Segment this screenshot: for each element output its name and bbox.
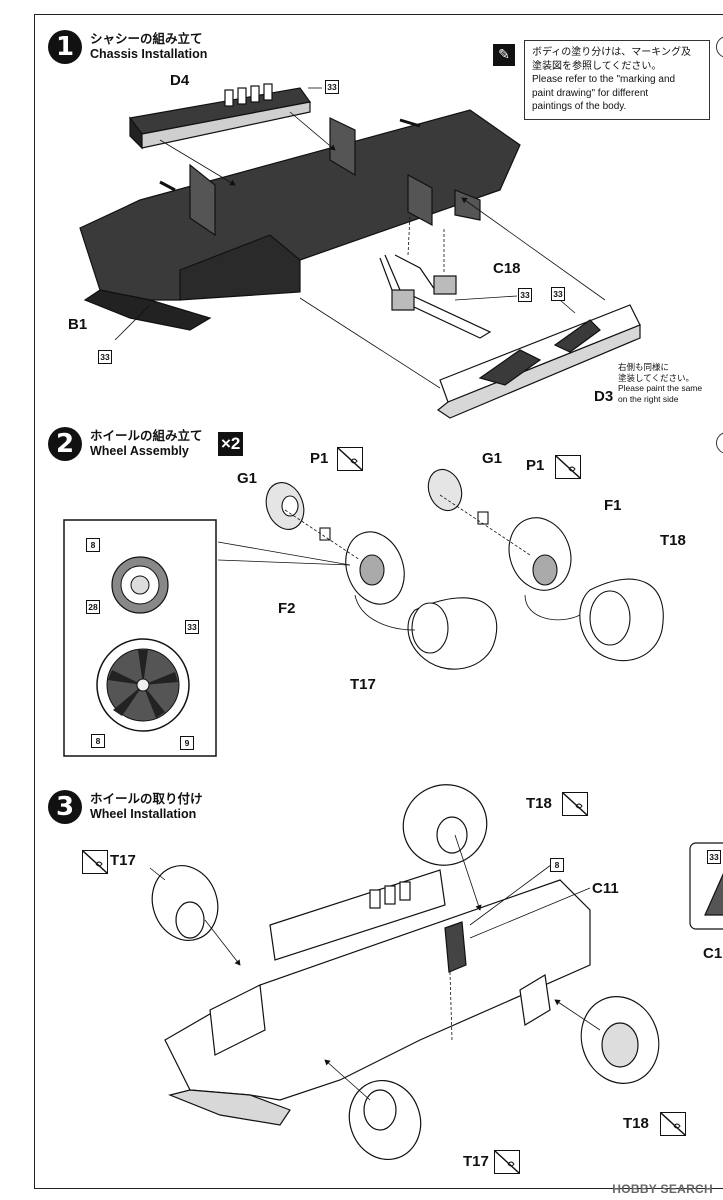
color-code-badge: 33 [518, 288, 532, 302]
label-g1-right: G1 [482, 450, 503, 467]
label-d4: D4 [170, 72, 190, 89]
label-c11: C11 [592, 880, 619, 897]
label-p1-left: P1 [310, 450, 329, 467]
no-paint-icon [494, 1150, 520, 1174]
step-3-number: 3 [48, 790, 82, 824]
color-code-badge: 33 [325, 80, 339, 94]
step-2-number: 2 [48, 427, 82, 461]
right-side-note-jp-2: 塗装してください。 [618, 372, 694, 383]
color-code-badge: 8 [91, 734, 105, 748]
painting-note-jp-2: 塗装図を参照してください。 [532, 60, 662, 72]
step-3-header: 3 ホイールの取り付け Wheel Installation [48, 790, 203, 824]
multiplier-badge: ×2 [218, 432, 244, 456]
part-d4-illustration [128, 83, 312, 150]
paint-brush-icon: ✎ [493, 44, 515, 66]
label-t17: T17 [350, 676, 376, 693]
no-paint-icon [562, 792, 588, 816]
step-2-title-en: Wheel Assembly [90, 444, 189, 458]
label-p1-right: P1 [526, 457, 545, 474]
label-s3-t17-bottom: T17 [463, 1153, 489, 1170]
no-paint-icon [660, 1112, 686, 1136]
right-side-note-en-1: Please paint the same [618, 383, 703, 393]
right-side-note-jp-1: 右側も同様に [618, 362, 670, 372]
label-s3-t18-top: T18 [526, 795, 552, 812]
label-s3-t18-bottom: T18 [623, 1115, 649, 1132]
painting-note-en-3: paintings of the body. [532, 101, 627, 112]
painting-note-jp-1: ボディの塗り分けは、マーキング及 [532, 47, 691, 58]
step-2-title-jp: ホイールの組み立て [90, 429, 203, 443]
part-c18-illustration [379, 254, 492, 339]
label-c18: C18 [493, 260, 521, 277]
color-code-badge: 9 [180, 736, 194, 750]
color-code-badge: 28 [86, 600, 100, 614]
label-c1-edge: C1 [703, 945, 723, 962]
color-code-badge: 33 [185, 620, 199, 634]
wheel-detail-inset [63, 519, 217, 757]
no-paint-icon [337, 447, 363, 471]
wheel-assembly-left [265, 482, 498, 670]
step-2-header: 2 ホイールの組み立て Wheel Assembly [48, 427, 203, 461]
step-1-title-jp: シャシーの組み立て [90, 32, 203, 46]
label-f1: F1 [604, 497, 622, 514]
no-paint-icon [82, 850, 108, 874]
label-f2: F2 [278, 600, 296, 617]
color-code-badge: 8 [550, 858, 564, 872]
color-code-badge: 8 [86, 538, 100, 552]
part-c1-edge-fragment [689, 842, 723, 930]
color-code-badge: 33 [551, 287, 565, 301]
color-code-badge: 33 [98, 350, 112, 364]
label-s3-t17-top: T17 [110, 852, 136, 869]
step-1-title-en: Chassis Installation [90, 47, 208, 61]
painting-note-en-2: paint drawing" for different [532, 87, 649, 99]
color-code-badge: 33 [707, 850, 721, 864]
step-1-header: 1 シャシーの組み立て Chassis Installation [48, 30, 207, 64]
assembled-chassis-illustration [151, 784, 660, 1161]
part-d3-illustration [436, 304, 641, 419]
watermark: HOBBY SEARCH [612, 1182, 713, 1196]
right-side-note-en-2: on the right side [618, 393, 679, 404]
label-b1: B1 [68, 316, 88, 333]
label-g1-left: G1 [237, 470, 258, 487]
label-t18: T18 [660, 532, 686, 549]
wheel-assembly-right [427, 468, 664, 662]
label-d3: D3 [594, 388, 614, 405]
right-side-note: 右側も同様に 塗装してください。 Please paint the same o… [618, 362, 702, 404]
painting-note: ボディの塗り分けは、マーキング及 塗装図を参照してください。 Please re… [524, 40, 710, 120]
page-frame [34, 14, 723, 1189]
painting-note-en-1: Please refer to the "marking and [532, 74, 676, 85]
step-1-number: 1 [48, 30, 82, 64]
step-3-title-jp: ホイールの取り付け [90, 792, 203, 806]
no-paint-icon [555, 455, 581, 479]
step-3-title-en: Wheel Installation [90, 807, 197, 821]
part-b1-illustration [79, 109, 521, 331]
